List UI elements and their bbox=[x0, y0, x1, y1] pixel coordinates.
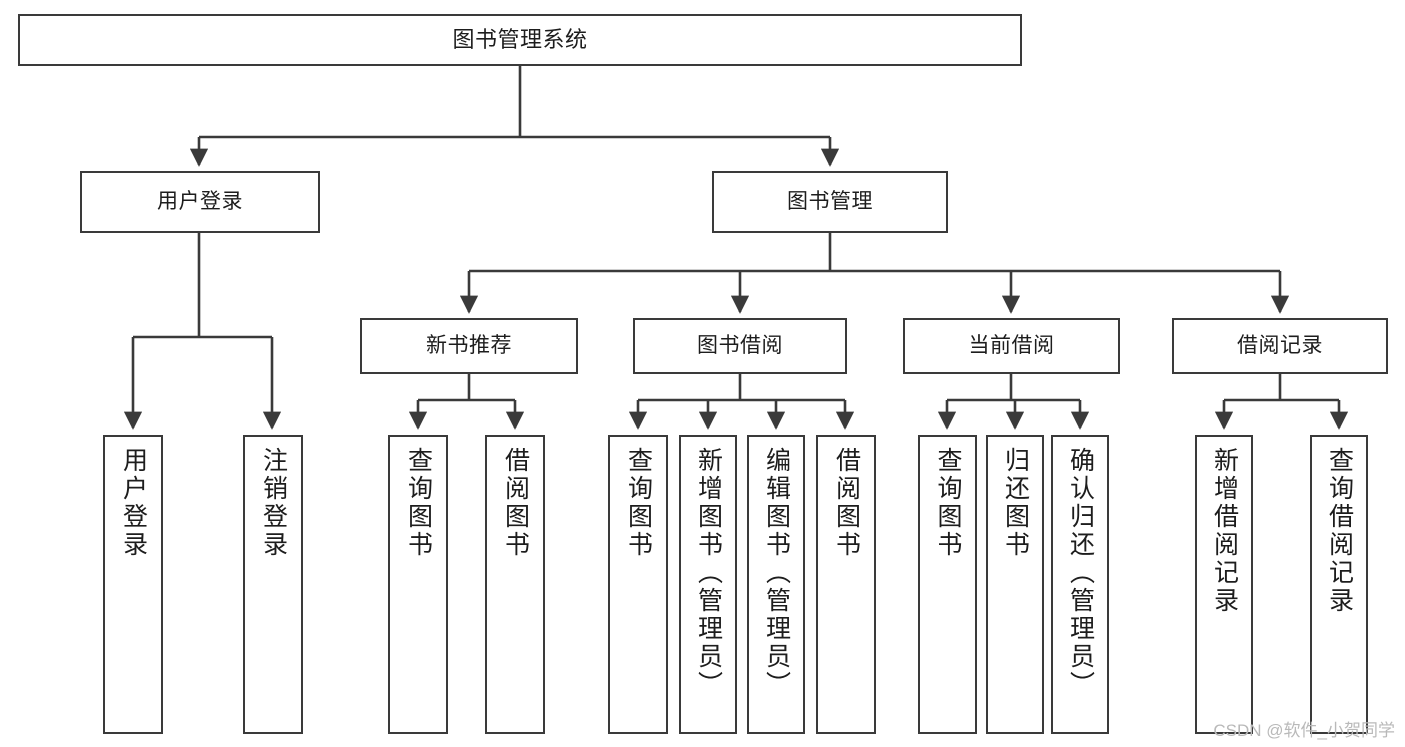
node-leaf-user-login-label: 用户登录 bbox=[119, 447, 148, 559]
node-leaf-borrow-book-2[interactable]: 借阅图书 bbox=[816, 435, 876, 734]
node-leaf-edit-book-label: 编辑图书（管理员） bbox=[762, 447, 791, 699]
node-leaf-query-book-2[interactable]: 查询图书 bbox=[608, 435, 668, 734]
node-leaf-query-book-1[interactable]: 查询图书 bbox=[388, 435, 448, 734]
node-leaf-query-record[interactable]: 查询借阅记录 bbox=[1310, 435, 1368, 734]
node-leaf-user-login[interactable]: 用户登录 bbox=[103, 435, 163, 734]
node-leaf-borrow-book-2-label: 借阅图书 bbox=[832, 447, 861, 559]
node-book-borrow[interactable]: 图书借阅 bbox=[633, 318, 847, 374]
node-leaf-add-book-label: 新增图书（管理员） bbox=[694, 447, 723, 699]
node-current-borrow-label: 当前借阅 bbox=[968, 333, 1055, 357]
watermark-text: CSDN @软件_小贺同学 bbox=[1213, 721, 1395, 740]
node-leaf-borrow-book-1-label: 借阅图书 bbox=[501, 447, 530, 559]
node-root-label: 图书管理系统 bbox=[452, 27, 588, 53]
node-leaf-return-book[interactable]: 归还图书 bbox=[986, 435, 1044, 734]
node-leaf-return-book-label: 归还图书 bbox=[1001, 447, 1030, 559]
node-leaf-query-book-1-label: 查询图书 bbox=[404, 447, 433, 559]
node-leaf-edit-book[interactable]: 编辑图书（管理员） bbox=[747, 435, 805, 734]
node-leaf-add-record[interactable]: 新增借阅记录 bbox=[1195, 435, 1253, 734]
node-leaf-add-record-label: 新增借阅记录 bbox=[1210, 447, 1239, 615]
node-user-login[interactable]: 用户登录 bbox=[80, 171, 320, 233]
node-book-manage-label: 图书管理 bbox=[787, 189, 873, 213]
node-leaf-confirm-return-label: 确认归还（管理员） bbox=[1066, 447, 1095, 699]
node-new-book-recommend[interactable]: 新书推荐 bbox=[360, 318, 578, 374]
node-book-borrow-label: 图书借阅 bbox=[697, 333, 783, 357]
node-leaf-logout-label: 注销登录 bbox=[259, 447, 288, 559]
node-leaf-query-record-label: 查询借阅记录 bbox=[1325, 447, 1354, 615]
node-new-book-recommend-label: 新书推荐 bbox=[426, 333, 512, 357]
node-root[interactable]: 图书管理系统 bbox=[18, 14, 1022, 66]
node-book-manage[interactable]: 图书管理 bbox=[712, 171, 948, 233]
node-leaf-confirm-return[interactable]: 确认归还（管理员） bbox=[1051, 435, 1109, 734]
node-user-login-label: 用户登录 bbox=[157, 189, 243, 213]
node-leaf-query-book-3[interactable]: 查询图书 bbox=[918, 435, 977, 734]
node-leaf-query-book-3-label: 查询图书 bbox=[934, 447, 962, 559]
node-leaf-query-book-2-label: 查询图书 bbox=[624, 447, 653, 559]
node-leaf-add-book[interactable]: 新增图书（管理员） bbox=[679, 435, 737, 734]
node-leaf-borrow-book-1[interactable]: 借阅图书 bbox=[485, 435, 545, 734]
node-borrow-record[interactable]: 借阅记录 bbox=[1172, 318, 1388, 374]
node-current-borrow[interactable]: 当前借阅 bbox=[903, 318, 1120, 374]
node-leaf-logout[interactable]: 注销登录 bbox=[243, 435, 303, 734]
node-borrow-record-label: 借阅记录 bbox=[1237, 333, 1323, 357]
